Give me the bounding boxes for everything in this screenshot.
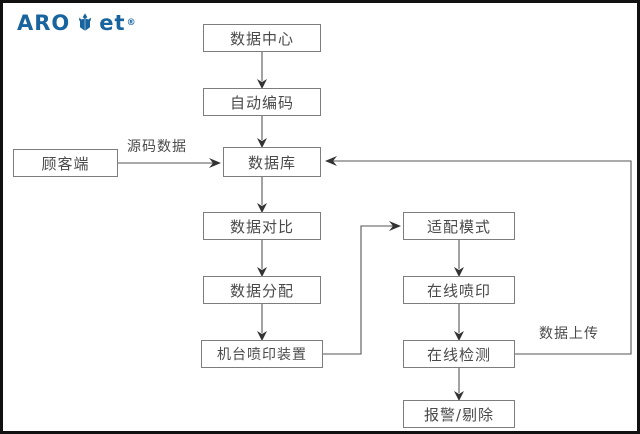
leaf-icon xyxy=(74,11,96,37)
arrowhead xyxy=(209,158,221,168)
node-label: 自动编码 xyxy=(229,93,294,112)
node-label: 机台喷印装置 xyxy=(217,347,307,363)
arrowhead xyxy=(325,156,337,166)
node-label: 数据中心 xyxy=(229,29,294,48)
node-label: 在线喷印 xyxy=(426,281,491,300)
node-label: 适配模式 xyxy=(426,217,491,236)
registered-trademark-icon: ® xyxy=(126,18,136,28)
node-customer-end[interactable]: 顾客端 xyxy=(13,149,118,177)
node-label: 顾客端 xyxy=(41,154,90,173)
node-label: 数据库 xyxy=(247,153,296,172)
node-label: 数据对比 xyxy=(229,217,294,236)
connector-layer xyxy=(118,52,632,401)
node-label: 报警/剔除 xyxy=(423,405,495,424)
node-machine-printing-device[interactable]: 机台喷印装置 xyxy=(201,340,323,368)
logo-text-right: et xyxy=(99,10,126,35)
edge-machine-printer-to-adaptation-mode xyxy=(323,225,395,355)
arojet-logo: ARO et ® xyxy=(17,9,136,37)
node-label: 在线检测 xyxy=(426,345,491,364)
node-database[interactable]: 数据库 xyxy=(223,147,321,177)
edge-label-source-code-data: 源码数据 xyxy=(127,139,187,155)
node-auto-encoding[interactable]: 自动编码 xyxy=(203,88,321,116)
node-online-detection[interactable]: 在线检测 xyxy=(403,340,515,368)
arrowhead xyxy=(389,221,401,231)
node-online-printing[interactable]: 在线喷印 xyxy=(403,276,515,304)
edge-label-data-upload: 数据上传 xyxy=(539,326,599,342)
node-alarm-reject[interactable]: 报警/剔除 xyxy=(403,400,515,428)
node-data-comparison[interactable]: 数据对比 xyxy=(203,212,321,240)
node-data-center[interactable]: 数据中心 xyxy=(203,24,321,52)
node-label: 数据分配 xyxy=(229,281,294,300)
node-adaptation-mode[interactable]: 适配模式 xyxy=(403,212,515,240)
node-data-allocation[interactable]: 数据分配 xyxy=(203,276,321,304)
logo-text-left: ARO xyxy=(17,10,71,35)
